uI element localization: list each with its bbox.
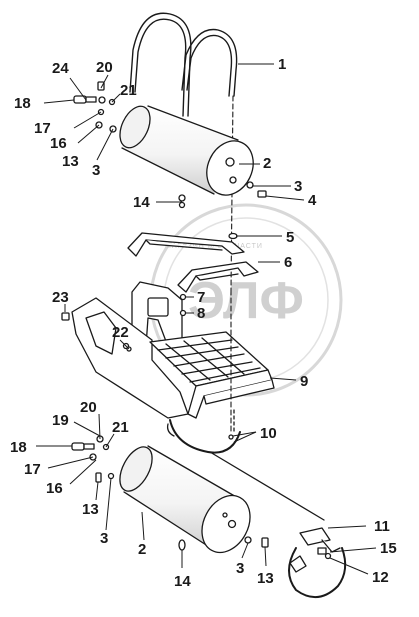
callout-7: 7 (197, 289, 205, 306)
callout-12: 12 (372, 569, 389, 586)
part-6-bracket (177, 261, 259, 293)
part-1-strap-bolts (129, 12, 238, 117)
callout-14-lower: 14 (174, 573, 191, 590)
callout-18-upper: 18 (14, 95, 31, 112)
callout-16-upper: 16 (50, 135, 67, 152)
part-5-bracket (127, 232, 245, 257)
leader-lines (36, 63, 377, 575)
callout-1: 1 (278, 56, 286, 73)
callout-3-upper-right: 3 (294, 178, 302, 195)
callout-9: 9 (300, 373, 308, 390)
callout-2-upper: 2 (263, 155, 271, 172)
lower-left-fittings (71, 435, 115, 483)
upper-left-fittings (73, 81, 117, 133)
callout-22: 22 (112, 324, 129, 341)
part-10-bolts (228, 289, 235, 440)
part-2-lower-air-tank (119, 445, 325, 554)
callout-17-upper: 17 (34, 120, 51, 137)
part-9-tray-frame (71, 281, 275, 454)
callout-3-lower-right: 3 (236, 560, 244, 577)
callout-3-upper-left: 3 (92, 162, 100, 179)
callout-19: 19 (52, 412, 69, 429)
callout-14-upper: 14 (133, 194, 150, 211)
callout-10: 10 (260, 425, 277, 442)
upper-right-fittings (178, 181, 267, 240)
callout-4: 4 (308, 192, 317, 209)
callout-24: 24 (52, 60, 69, 77)
part-11-15-lower-clamp (288, 527, 347, 598)
callout-13-lower-left: 13 (82, 501, 99, 518)
callout-15: 15 (380, 540, 397, 557)
callout-23: 23 (52, 289, 69, 306)
callout-11: 11 (374, 518, 390, 535)
callout-5: 5 (286, 229, 294, 246)
callout-17-lower: 17 (24, 461, 41, 478)
callout-numbers: 1 2 3 4 3 13 16 17 18 24 20 21 14 5 6 7 … (10, 56, 397, 590)
callout-2-lower: 2 (138, 541, 146, 558)
callout-21-upper: 21 (120, 82, 137, 99)
callout-18-lower: 18 (10, 439, 27, 456)
callout-21-lower: 21 (112, 419, 129, 436)
callout-16-lower: 16 (46, 480, 63, 497)
callout-20-lower: 20 (80, 399, 97, 416)
frame-small-fittings (61, 293, 187, 352)
callout-3-lower-left: 3 (100, 530, 108, 547)
callout-6: 6 (284, 254, 292, 271)
callout-8: 8 (197, 305, 205, 322)
callout-20-upper: 20 (96, 59, 113, 76)
callout-13-upper: 13 (62, 153, 79, 170)
watermark-shop-text: МАГАЗИН ◎ ЗАПЧАСТИ (165, 243, 263, 250)
watermark-brand: ЭЛФ (188, 272, 304, 330)
part-2-upper-air-tank (119, 105, 254, 196)
callout-13-lower-right: 13 (257, 570, 274, 587)
